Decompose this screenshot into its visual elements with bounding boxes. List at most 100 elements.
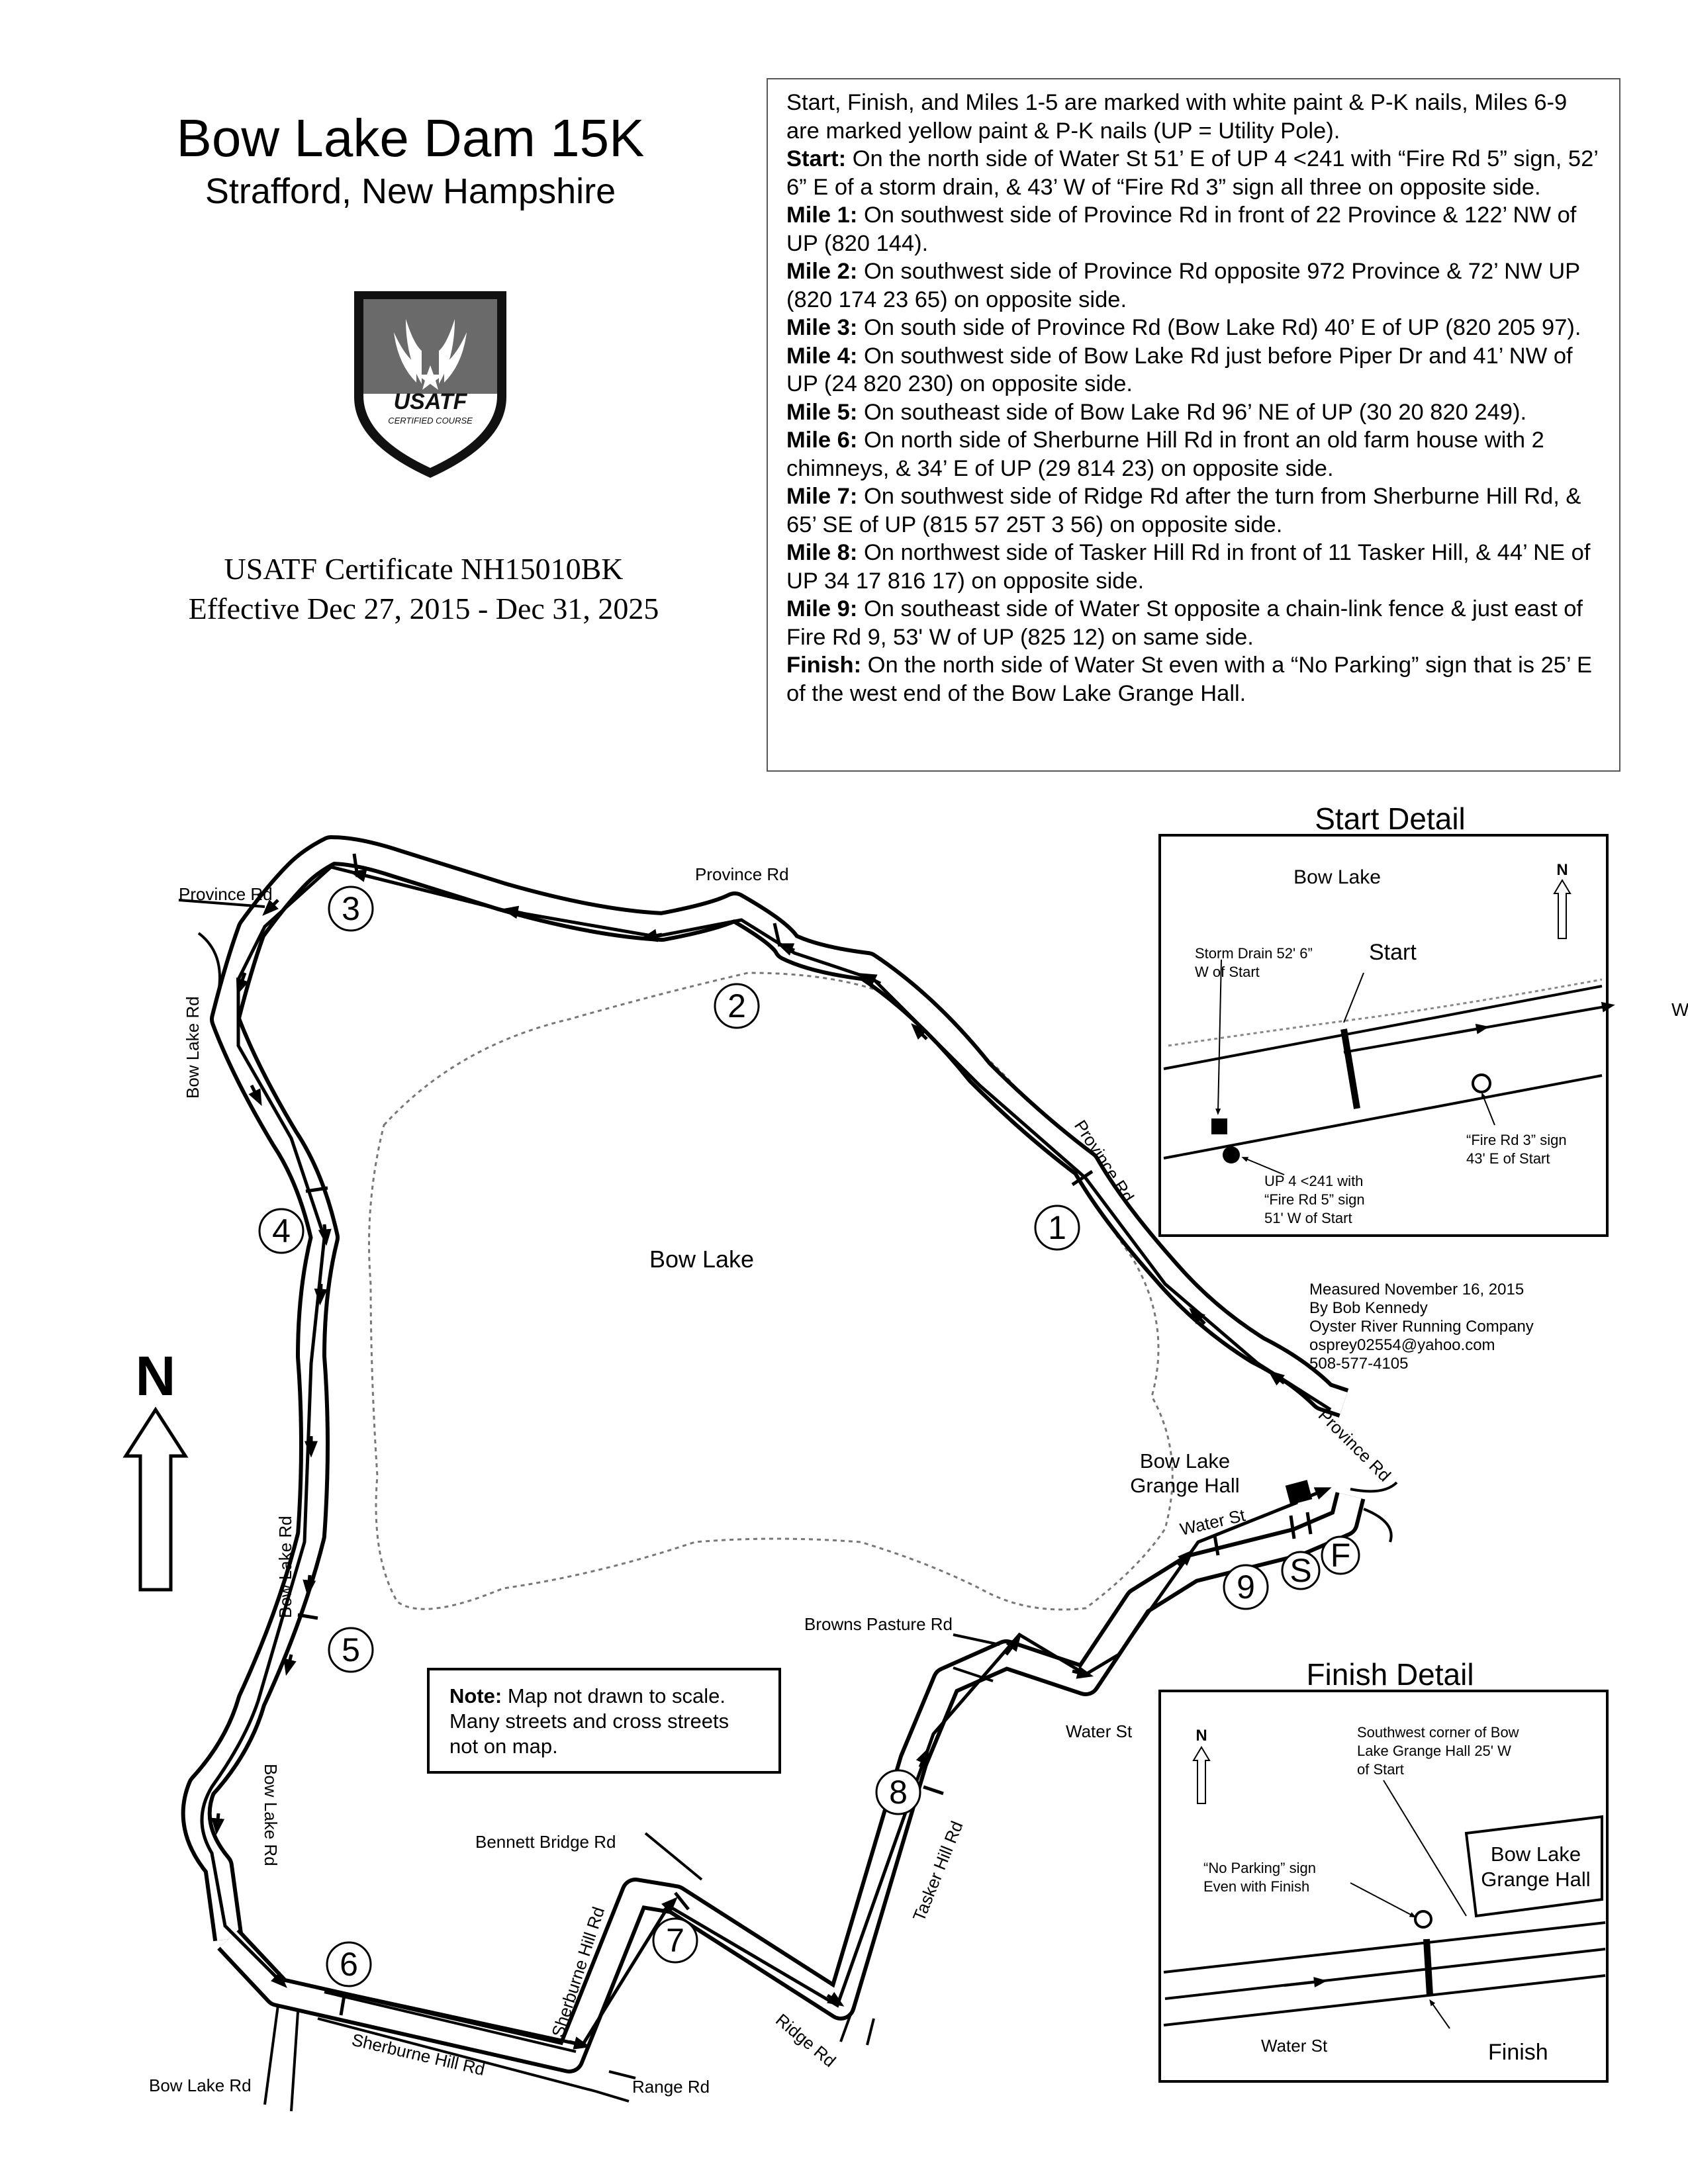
finish-letter: F (1331, 1537, 1351, 1574)
usatf-certified-badge: USATF CERTIFIED COURSE (354, 291, 506, 478)
mile-number: 2 (727, 987, 746, 1024)
mile-number: 6 (340, 1946, 358, 1983)
badge-tagline: CERTIFIED COURSE (388, 416, 473, 426)
grange-corner-label: Southwest corner of Bow (1357, 1724, 1519, 1741)
entry-text: On southeast side of Bow Lake Rd 96’ NE … (863, 399, 1527, 425)
entry-text: On southeast side of Water St opposite a… (786, 596, 1583, 650)
mile-number: 1 (1048, 1209, 1066, 1246)
lake-shoreline (368, 972, 1174, 1611)
mile-ticks (297, 853, 1313, 2016)
utility-pole-label: UP 4 <241 with (1264, 1173, 1363, 1189)
grange-hall-label-2: Grange Hall (1130, 1474, 1239, 1497)
north-arrow-icon (1192, 1746, 1211, 1804)
grange-hall-marker (1285, 1480, 1313, 1505)
road-label-tasker-hill: Tasker Hill Rd (909, 1818, 967, 1924)
entry-text: On northwest side of Tasker Hill Rd in f… (786, 540, 1591, 594)
start-detail-inset: Bow Lake N Storm Drain 52' 6” W of Start… (1158, 834, 1615, 1237)
entry-text: On southwest side of Province Rd in fron… (786, 203, 1577, 256)
entry-label: Mile 8: (786, 540, 858, 565)
lake-label: Bow Lake (649, 1246, 754, 1273)
measured-date: Measured November 16, 2015 (1309, 1281, 1524, 1298)
note-label: Note: (449, 1684, 502, 1707)
description-mile-1: Mile 1: On southwest side of Province Rd… (786, 201, 1601, 257)
mile-marker-3: 3 (328, 886, 374, 932)
no-parking-label-2: Even with Finish (1203, 1878, 1309, 1895)
road-label-bennett-bridge: Bennett Bridge Rd (475, 1832, 616, 1852)
mile-marker-7: 7 (652, 1917, 698, 1964)
grange-hall-building (1464, 1815, 1603, 1918)
mile-marker-8: 8 (875, 1769, 921, 1815)
north-arrow-icon (1553, 879, 1571, 939)
north-letter: N (136, 1345, 176, 1407)
road-label-bow-lake-n: Bow Lake Rd (183, 996, 203, 1099)
measured-company: Oyster River Running Company (1309, 1318, 1534, 1336)
badge-brand: USATF (394, 389, 468, 414)
road-label-province-se: Province Rd (1315, 1405, 1395, 1485)
note-box: Note: Map not drawn to scale. Many stree… (427, 1668, 781, 1774)
entry-label: Mile 1: (786, 203, 858, 228)
certificate-effective: Effective Dec 27, 2015 - Dec 31, 2025 (188, 592, 659, 625)
course-description-box: Start, Finish, and Miles 1-5 are marked … (767, 78, 1620, 772)
wings-icon (394, 319, 467, 390)
direction-arrows (211, 869, 1332, 2050)
entry-text: On the north side of Water St 51’ E of U… (786, 146, 1598, 200)
entry-label: Finish: (786, 653, 862, 678)
route-line (200, 865, 1332, 2047)
page-title: Bow Lake Dam 15K (176, 109, 645, 167)
mile-number: 9 (1237, 1569, 1255, 1606)
finish-grange-label-2: Grange Hall (1481, 1868, 1590, 1891)
grange-hall-label: Bow Lake (1140, 1449, 1230, 1473)
description-mile-4: Mile 4: On southwest side of Bow Lake Rd… (786, 342, 1601, 398)
entry-label: Mile 9: (786, 596, 858, 621)
mile-marker-1: 1 (1034, 1205, 1080, 1251)
measured-phone: 508-577-4105 (1309, 1355, 1409, 1373)
description-mile-7: Mile 7: On southwest side of Ridge Rd af… (786, 482, 1601, 539)
entry-label: Mile 7: (786, 484, 858, 509)
road-label-bow-lake-mid: Bow Lake Rd (275, 1516, 295, 1618)
measurement-info: Measured November 16, 2015 By Bob Kenned… (1309, 1281, 1534, 1373)
certificate-info: USATF Certificate NH15010BK Effective De… (152, 549, 695, 629)
measured-by: By Bob Kennedy (1309, 1299, 1428, 1317)
finish-marker: F (1321, 1535, 1360, 1575)
entry-label: Mile 3: (786, 315, 858, 340)
start-detail-north: N (1556, 861, 1568, 879)
mile-marker-6: 6 (326, 1941, 372, 1987)
note-text: Map not drawn to scale. Many streets and… (449, 1684, 729, 1758)
entry-text: On southwest side of Ridge Rd after the … (786, 484, 1581, 537)
description-mile-2: Mile 2: On southwest side of Province Rd… (786, 257, 1601, 314)
description-mile-9: Mile 9: On southeast side of Water St op… (786, 595, 1601, 651)
page-subtitle: Strafford, New Hampshire (205, 171, 616, 211)
entry-text: On south side of Province Rd (Bow Lake R… (863, 315, 1581, 340)
finish-label: Finish (1488, 2040, 1548, 2065)
storm-drain-icon (1211, 1118, 1227, 1134)
road-label-water-st-start: Water St (1178, 1505, 1248, 1539)
road-label-ridge: Ridge Rd (772, 2010, 839, 2071)
grange-corner-label-3: of Start (1357, 1761, 1404, 1778)
entry-label: Mile 6: (786, 428, 858, 453)
entry-text: On north side of Sherburne Hill Rd in fr… (786, 428, 1544, 481)
road-label-province-n: Province Rd (695, 864, 789, 884)
start-marker: S (1281, 1551, 1321, 1590)
description-finish: Finish: On the north side of Water St ev… (786, 651, 1601, 707)
start-letter: S (1289, 1552, 1311, 1589)
course-road (178, 835, 1398, 2112)
north-arrow-icon (122, 1406, 189, 1592)
finish-detail-north: N (1196, 1727, 1207, 1745)
finish-water-st-label: Water St (1261, 2036, 1328, 2056)
description-start: Start: On the north side of Water St 51’… (786, 145, 1601, 201)
road-label-range: Range Rd (632, 2077, 710, 2097)
fire-rd-3-sign-icon (1472, 1073, 1491, 1093)
storm-drain-label-2: W of Start (1195, 964, 1260, 980)
north-arrow: N (122, 1345, 189, 1592)
fire-rd-3-label-2: 43' E of Start (1466, 1150, 1550, 1167)
grange-corner-label-2: Lake Grange Hall 25' W (1357, 1743, 1511, 1759)
finish-detail-title: Finish Detail (1306, 1657, 1474, 1692)
measured-email: osprey02554@yahoo.com (1309, 1336, 1495, 1354)
start-label: Start (1369, 940, 1417, 965)
entry-label: Mile 5: (786, 399, 858, 425)
entry-text: On southwest side of Province Rd opposit… (786, 259, 1580, 312)
utility-pole-label-2: “Fire Rd 5” sign (1264, 1191, 1365, 1208)
course-map: 1 2 3 4 5 6 7 8 9 S F Bow Lake Province … (122, 834, 1615, 2112)
road-label-water-st: Water St (1066, 1721, 1133, 1741)
fire-rd-3-label: “Fire Rd 3” sign (1466, 1132, 1567, 1148)
